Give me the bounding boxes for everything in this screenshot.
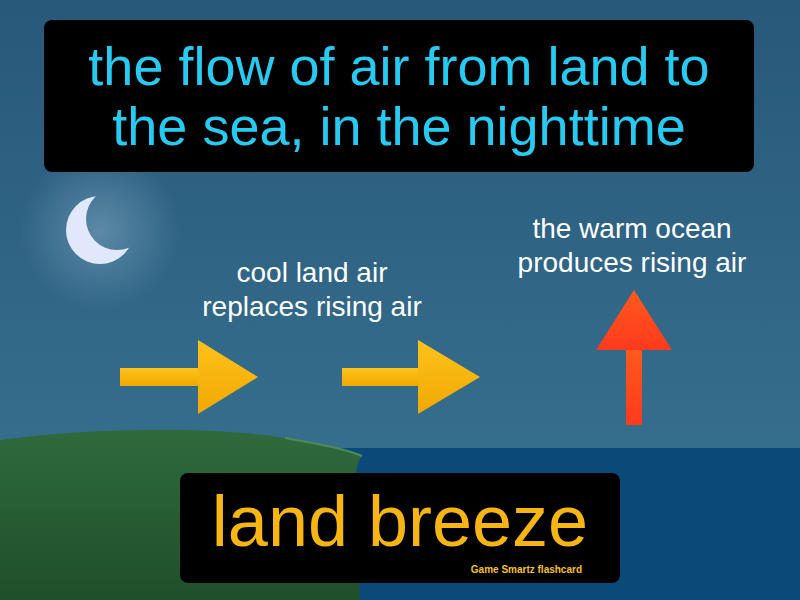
rising-air-arrow bbox=[596, 290, 672, 425]
shoreline bbox=[285, 438, 362, 456]
cool-air-arrow bbox=[120, 340, 258, 414]
cool-air-arrow bbox=[342, 340, 480, 414]
definition-text: the flow of air from land to the sea, in… bbox=[59, 36, 739, 156]
definition-box: the flow of air from land to the sea, in… bbox=[44, 20, 754, 172]
arrow-caption: the warm ocean produces rising air bbox=[502, 212, 762, 280]
brand-watermark: Game Smartz flashcard bbox=[471, 564, 582, 576]
term-text: land breeze bbox=[212, 481, 588, 561]
arrow-caption: cool land air replaces rising air bbox=[192, 256, 432, 324]
term-box: land breezeGame Smartz flashcard bbox=[180, 473, 620, 583]
